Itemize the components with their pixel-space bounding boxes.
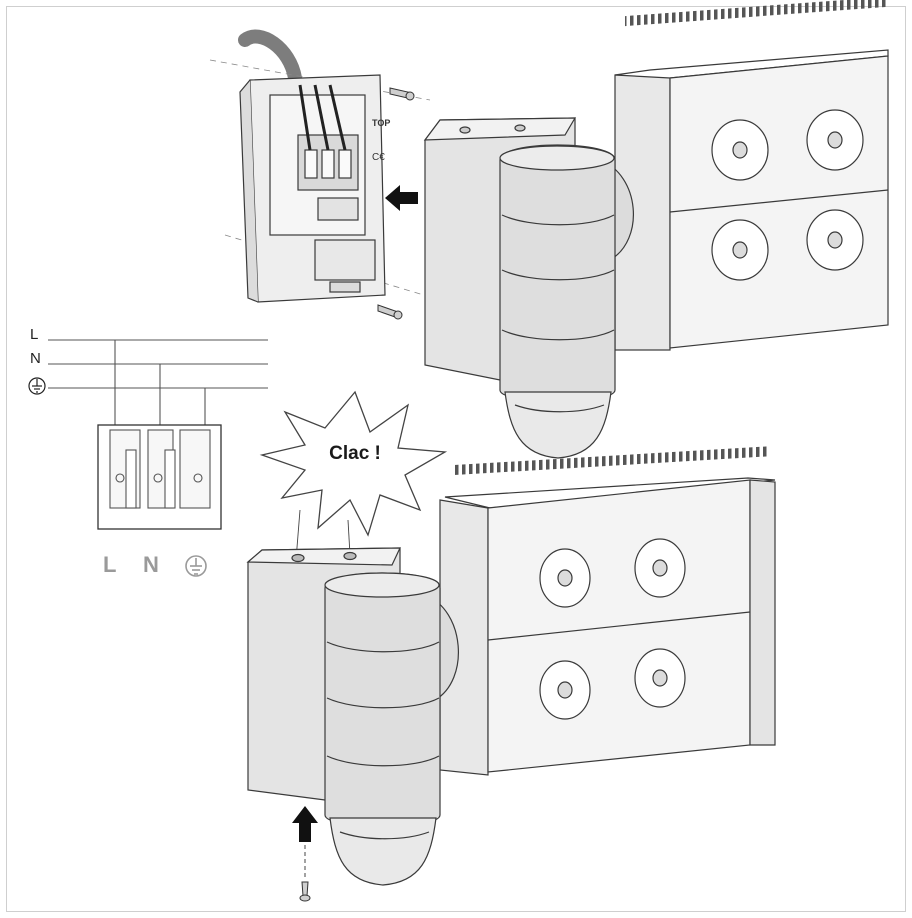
earth-ground-icon bbox=[185, 555, 207, 577]
power-cable bbox=[238, 29, 302, 85]
arrow-up-icon bbox=[292, 806, 318, 842]
wiring-schematic bbox=[48, 339, 268, 530]
screw-icon bbox=[389, 87, 415, 101]
screw-icon bbox=[377, 304, 403, 320]
terminal-label-n: N bbox=[143, 552, 159, 577]
top-mark: TOP bbox=[372, 118, 390, 128]
arrow-left-icon bbox=[385, 185, 418, 211]
wall-panel-bottom bbox=[439, 446, 776, 776]
wall-panel-top bbox=[614, 0, 889, 351]
wire-label-n: N bbox=[30, 350, 41, 367]
ce-mark: C€ bbox=[372, 152, 385, 163]
detector-top bbox=[423, 117, 634, 459]
clac-starburst bbox=[259, 390, 448, 537]
wiring-box bbox=[209, 29, 441, 303]
earth-ground-icon bbox=[28, 377, 46, 395]
detector-bottom bbox=[246, 547, 459, 886]
terminal-label-l: L bbox=[103, 552, 117, 577]
clac-callout-text: Clac ! bbox=[329, 443, 381, 464]
wire-label-l: L bbox=[30, 326, 39, 343]
screw-icon bbox=[299, 881, 311, 902]
